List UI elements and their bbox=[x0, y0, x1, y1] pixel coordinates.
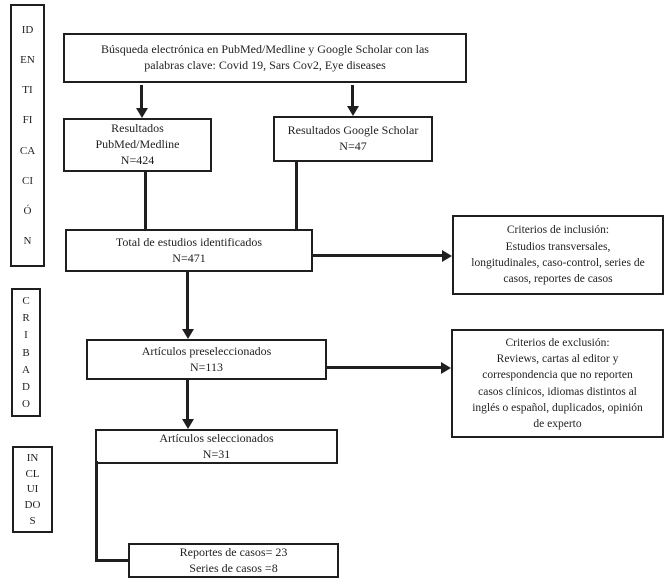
connector-preselected-to-selected bbox=[186, 380, 189, 420]
phase-label-identification: ID EN TI FI CA CI Ó N bbox=[10, 4, 45, 267]
arrowhead-down-icon bbox=[347, 106, 359, 116]
pubmed-results-box: Resultados PubMed/Medline N=424 bbox=[63, 118, 212, 172]
scholar-results-box: Resultados Google Scholar N=47 bbox=[273, 116, 433, 162]
pubmed-results-count: N=424 bbox=[120, 152, 155, 167]
arrowhead-down-icon bbox=[182, 419, 194, 429]
phase-label-line: C bbox=[22, 295, 30, 308]
connector-search-to-pubmed bbox=[140, 85, 143, 109]
phase-label-line: O bbox=[22, 397, 30, 410]
case-reports-box: Reportes de casos= 23 Series de casos =8 bbox=[128, 543, 339, 578]
inclusion-criteria-line: Criterios de inclusión: bbox=[506, 224, 610, 237]
connector-scholar-to-total bbox=[295, 161, 298, 229]
exclusion-criteria-line: Criterios de exclusión: bbox=[505, 336, 610, 349]
preselected-articles-line: Artículos preseleccionados bbox=[141, 343, 272, 358]
phase-label-line: TI bbox=[22, 84, 33, 97]
arrowhead-down-icon bbox=[182, 329, 194, 339]
total-identified-line: Total de estudios identificados bbox=[115, 234, 263, 249]
phase-label-line: S bbox=[29, 515, 36, 528]
phase-label-included: IN CL UI DO S bbox=[12, 446, 53, 533]
selected-articles-box: Artículos seleccionados N=31 bbox=[95, 429, 338, 464]
phase-label-line: EN bbox=[20, 54, 35, 67]
phase-label-line: D bbox=[22, 380, 30, 393]
search-box-line: Búsqueda electrónica en PubMed/Medline y… bbox=[101, 42, 429, 57]
selected-articles-count: N=31 bbox=[202, 446, 231, 461]
inclusion-criteria-line: Estudios transversales, bbox=[505, 240, 611, 253]
pubmed-results-line: PubMed/Medline bbox=[95, 137, 180, 152]
phase-label-line: B bbox=[22, 346, 30, 359]
phase-label-line: A bbox=[22, 363, 30, 376]
preselected-articles-count: N=113 bbox=[190, 359, 223, 374]
phase-label-line: UI bbox=[26, 483, 39, 496]
phase-label-line: R bbox=[22, 312, 30, 325]
arrowhead-down-icon bbox=[136, 108, 148, 118]
phase-label-line: CA bbox=[19, 144, 36, 157]
phase-label-line: Ó bbox=[23, 204, 32, 217]
selected-articles-line: Artículos seleccionados bbox=[159, 430, 274, 445]
connector-selected-to-reports-vertical bbox=[95, 461, 98, 562]
inclusion-criteria-box: Criterios de inclusión: Estudios transve… bbox=[452, 215, 664, 295]
exclusion-criteria-box: Criterios de exclusión: Reviews, cartas … bbox=[451, 329, 664, 438]
connector-pubmed-to-total bbox=[144, 172, 147, 229]
exclusion-criteria-line: de experto bbox=[533, 418, 582, 431]
scholar-results-line: Resultados Google Scholar bbox=[287, 123, 419, 138]
preselected-articles-box: Artículos preseleccionados N=113 bbox=[86, 339, 327, 380]
case-series-count: Series de casos =8 bbox=[189, 560, 278, 575]
search-box-line: palabras clave: Covid 19, Sars Cov2, Eye… bbox=[144, 58, 386, 72]
exclusion-criteria-line: inglés o español, duplicados, opinión bbox=[472, 401, 643, 414]
connector-search-to-scholar bbox=[351, 85, 354, 107]
phase-label-screening: C R I B A D O bbox=[11, 288, 41, 417]
phase-label-line: FI bbox=[22, 114, 33, 127]
connector-preselected-to-exclusion bbox=[327, 366, 442, 369]
case-reports-count: Reportes de casos= 23 bbox=[179, 544, 288, 559]
inclusion-criteria-line: longitudinales, caso-control, series de bbox=[471, 257, 645, 269]
exclusion-criteria-line: Reviews, cartas al editor y bbox=[496, 352, 619, 365]
phase-label-line: N bbox=[23, 234, 32, 247]
total-identified-box: Total de estudios identificados N=471 bbox=[65, 229, 313, 272]
phase-label-line: CI bbox=[22, 174, 33, 187]
phase-label-line: DO bbox=[24, 499, 41, 512]
connector-selected-to-reports-horizontal bbox=[95, 559, 130, 562]
phase-label-line: IN bbox=[26, 451, 39, 464]
arrowhead-right-icon bbox=[442, 250, 452, 262]
phase-label-line: CL bbox=[25, 467, 40, 480]
connector-total-to-inclusion bbox=[313, 254, 443, 257]
search-box: Búsqueda electrónica en PubMed/Medline y… bbox=[63, 33, 467, 83]
inclusion-criteria-line: casos, reportes de casos bbox=[503, 273, 613, 286]
total-identified-count: N=471 bbox=[172, 250, 206, 265]
phase-label-line: ID bbox=[21, 24, 34, 37]
scholar-results-count: N=47 bbox=[339, 139, 367, 153]
phase-label-line: I bbox=[24, 329, 28, 342]
exclusion-criteria-line: casos clínicos, idiomas distintos al bbox=[478, 385, 637, 398]
connector-total-to-preselected bbox=[186, 272, 189, 330]
exclusion-criteria-line: correspondencia que no reporten bbox=[482, 369, 633, 382]
pubmed-results-line: Resultados bbox=[111, 121, 164, 136]
arrowhead-right-icon bbox=[441, 362, 451, 374]
